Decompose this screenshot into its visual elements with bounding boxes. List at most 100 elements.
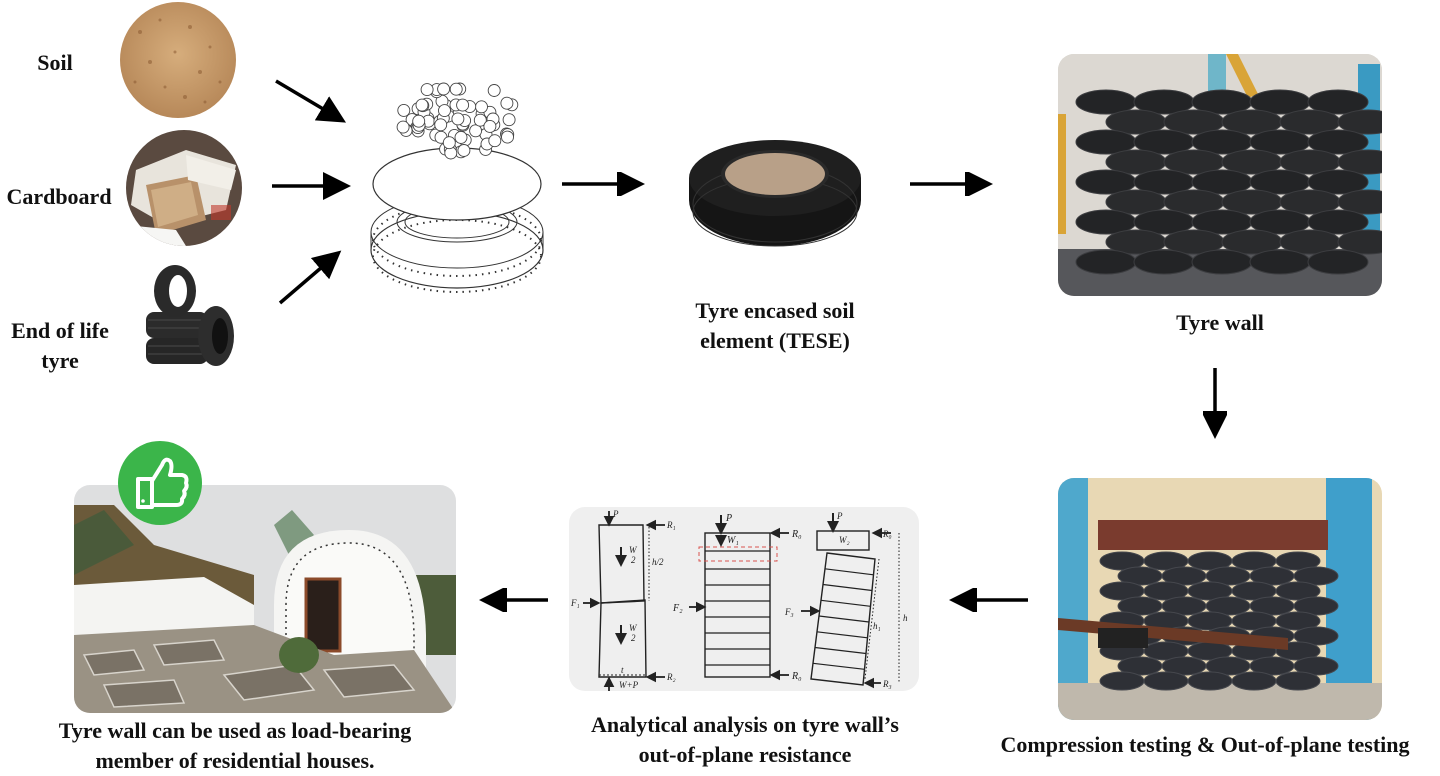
label-rc: R₀ xyxy=(882,529,892,539)
soil-particle xyxy=(483,119,497,133)
tyre-wall-photo xyxy=(1058,54,1382,296)
soil-particle xyxy=(442,136,456,150)
arrow-analysis-to-house xyxy=(479,588,548,612)
label-wp: W+P xyxy=(619,680,639,690)
test-tyre xyxy=(1293,656,1339,676)
test-tyre xyxy=(1275,581,1321,601)
label-t: t xyxy=(621,665,624,675)
label-f2: F₂ xyxy=(672,603,683,614)
wall-tyre xyxy=(1337,109,1382,135)
label-f1: F₁ xyxy=(570,598,580,608)
free-body-rotated-wall xyxy=(801,513,900,689)
cardboard-label: Cardboard xyxy=(6,184,112,209)
tyre-stack-photo-icon xyxy=(138,264,238,368)
label-h1: h₁ xyxy=(873,621,881,631)
tese-label: Tyre encased soil element (TESE) xyxy=(650,296,900,356)
wall-tyre xyxy=(1191,249,1253,275)
test-tyre xyxy=(1231,671,1277,691)
wall-tyre xyxy=(1307,249,1369,275)
course-line xyxy=(820,599,871,607)
label-w2-top: W xyxy=(629,545,638,555)
test-tyre xyxy=(1293,596,1339,616)
arrow-tese-to-wall xyxy=(910,172,993,196)
course-line xyxy=(818,615,870,623)
label-w1: W₁ xyxy=(727,535,739,546)
house-photo xyxy=(74,485,456,713)
test-tyre xyxy=(1275,551,1321,571)
soil-particle xyxy=(397,103,411,117)
label-w2-den-b: 2 xyxy=(631,633,636,643)
test-tyre xyxy=(1143,671,1189,691)
label-r2: R₂ xyxy=(666,672,676,682)
test-tyre xyxy=(1099,671,1145,691)
soil-particle xyxy=(502,113,516,127)
label-w2-top-b: W xyxy=(629,623,638,633)
free-body-stacked-wall xyxy=(689,515,789,681)
soil-particle xyxy=(396,120,410,134)
tyre-assembly-sketch-icon xyxy=(365,72,547,300)
test-tyre xyxy=(1187,671,1233,691)
soil-particle xyxy=(437,82,451,96)
course-line xyxy=(822,583,873,592)
label-p1: P xyxy=(612,509,619,519)
house-label-line1: Tyre wall can be used as load-bearing xyxy=(58,718,412,743)
tyre-wall-label: Tyre wall xyxy=(1176,310,1264,335)
tese-label-line1: Tyre encased soil xyxy=(695,298,855,323)
tyre-label-line1: End of life xyxy=(11,318,109,343)
soil-label: Soil xyxy=(37,50,73,75)
tyre-label: End of life tyre xyxy=(2,316,118,376)
arrow-assembly-to-tese xyxy=(562,172,645,196)
label-ra: R₀ xyxy=(791,529,802,540)
soil-particle xyxy=(420,83,434,97)
soil-particle xyxy=(451,112,465,126)
label-rd: R₃ xyxy=(882,679,892,689)
soil-particle xyxy=(487,84,501,97)
soil-particle xyxy=(475,100,488,114)
label-p2: P xyxy=(725,513,732,524)
free-body-two-block xyxy=(583,511,665,691)
test-tyre xyxy=(1275,611,1321,631)
label-f3: F₃ xyxy=(784,607,794,617)
test-tyre xyxy=(1293,626,1339,646)
analysis-label-line2: out-of-plane resistance xyxy=(638,742,852,767)
house-label-line2: member of residential houses. xyxy=(95,748,375,773)
testing-label: Compression testing & Out-of-plane testi… xyxy=(1000,732,1410,757)
tyre-label-line2: tyre xyxy=(41,348,79,373)
wall-tyre xyxy=(1337,149,1382,175)
soil-particle xyxy=(469,124,483,138)
analysis-diagram-panel: P W 2 W 2 R₁ R₂ F₁ h/2 W+P t P W₁ R₀ xyxy=(569,507,919,691)
soil-photo-icon xyxy=(120,2,236,118)
soil-particle xyxy=(438,104,451,118)
soil-particle xyxy=(457,144,471,157)
wall-tyre xyxy=(1307,169,1369,195)
course-line xyxy=(812,662,865,670)
label-w2: W₂ xyxy=(839,535,850,545)
soil-particle xyxy=(415,98,429,112)
wall-tyre xyxy=(1075,249,1137,275)
wall-tyre xyxy=(1249,249,1311,275)
label-p3: P xyxy=(836,511,843,521)
arrow-testing-to-analysis xyxy=(949,588,1028,612)
course-line xyxy=(816,631,868,639)
arrow-wall-to-testing xyxy=(1203,368,1227,439)
course-line xyxy=(814,646,867,655)
soil-particle xyxy=(449,82,463,96)
course-line xyxy=(824,568,874,576)
label-r1: R₁ xyxy=(666,520,676,530)
label-h: h xyxy=(903,613,908,623)
soil-particle xyxy=(456,98,470,112)
soil-particle xyxy=(501,130,514,144)
arrow-soil-to-assembly xyxy=(275,79,347,123)
soil-particle xyxy=(454,130,468,144)
arrow-tyre-to-assembly xyxy=(278,250,342,305)
soil-particle xyxy=(473,113,487,127)
wall-tyre xyxy=(1307,129,1369,155)
analysis-label: Analytical analysis on tyre wall’s out-o… xyxy=(545,710,945,770)
wall-tyre xyxy=(1337,189,1382,215)
label-h2: h/2 xyxy=(652,557,664,567)
thumbs-up-badge-icon xyxy=(118,441,202,525)
tese-tyre-icon xyxy=(688,138,863,248)
wall-tyre xyxy=(1133,249,1195,275)
analysis-label-line1: Analytical analysis on tyre wall’s xyxy=(590,712,899,737)
input-arrows xyxy=(272,79,351,305)
